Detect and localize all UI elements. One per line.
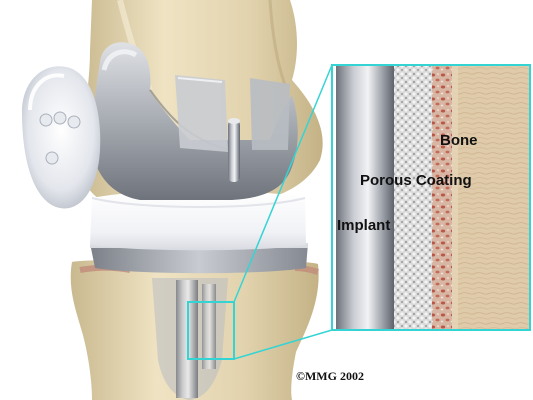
detail-implant-layer	[336, 65, 394, 330]
patella-component	[22, 66, 101, 209]
label-implant: Implant	[337, 217, 391, 234]
tibial-tray	[90, 243, 308, 274]
callout-frame	[331, 64, 531, 331]
detail-marker-box	[187, 301, 235, 360]
label-bone: Bone	[440, 132, 478, 149]
copyright-notice: ©MMG 2002	[296, 369, 364, 383]
femoral-component	[92, 42, 298, 200]
label-porous-coating: Porous Coating	[360, 172, 472, 189]
callout-connector-bottom	[233, 329, 333, 360]
detail-porous-layer	[394, 65, 432, 330]
callout-detail-panel	[332, 65, 530, 330]
detail-bone-layer	[452, 65, 530, 330]
detail-cancellous-layer	[432, 65, 452, 330]
callout-connector-top	[233, 64, 333, 303]
